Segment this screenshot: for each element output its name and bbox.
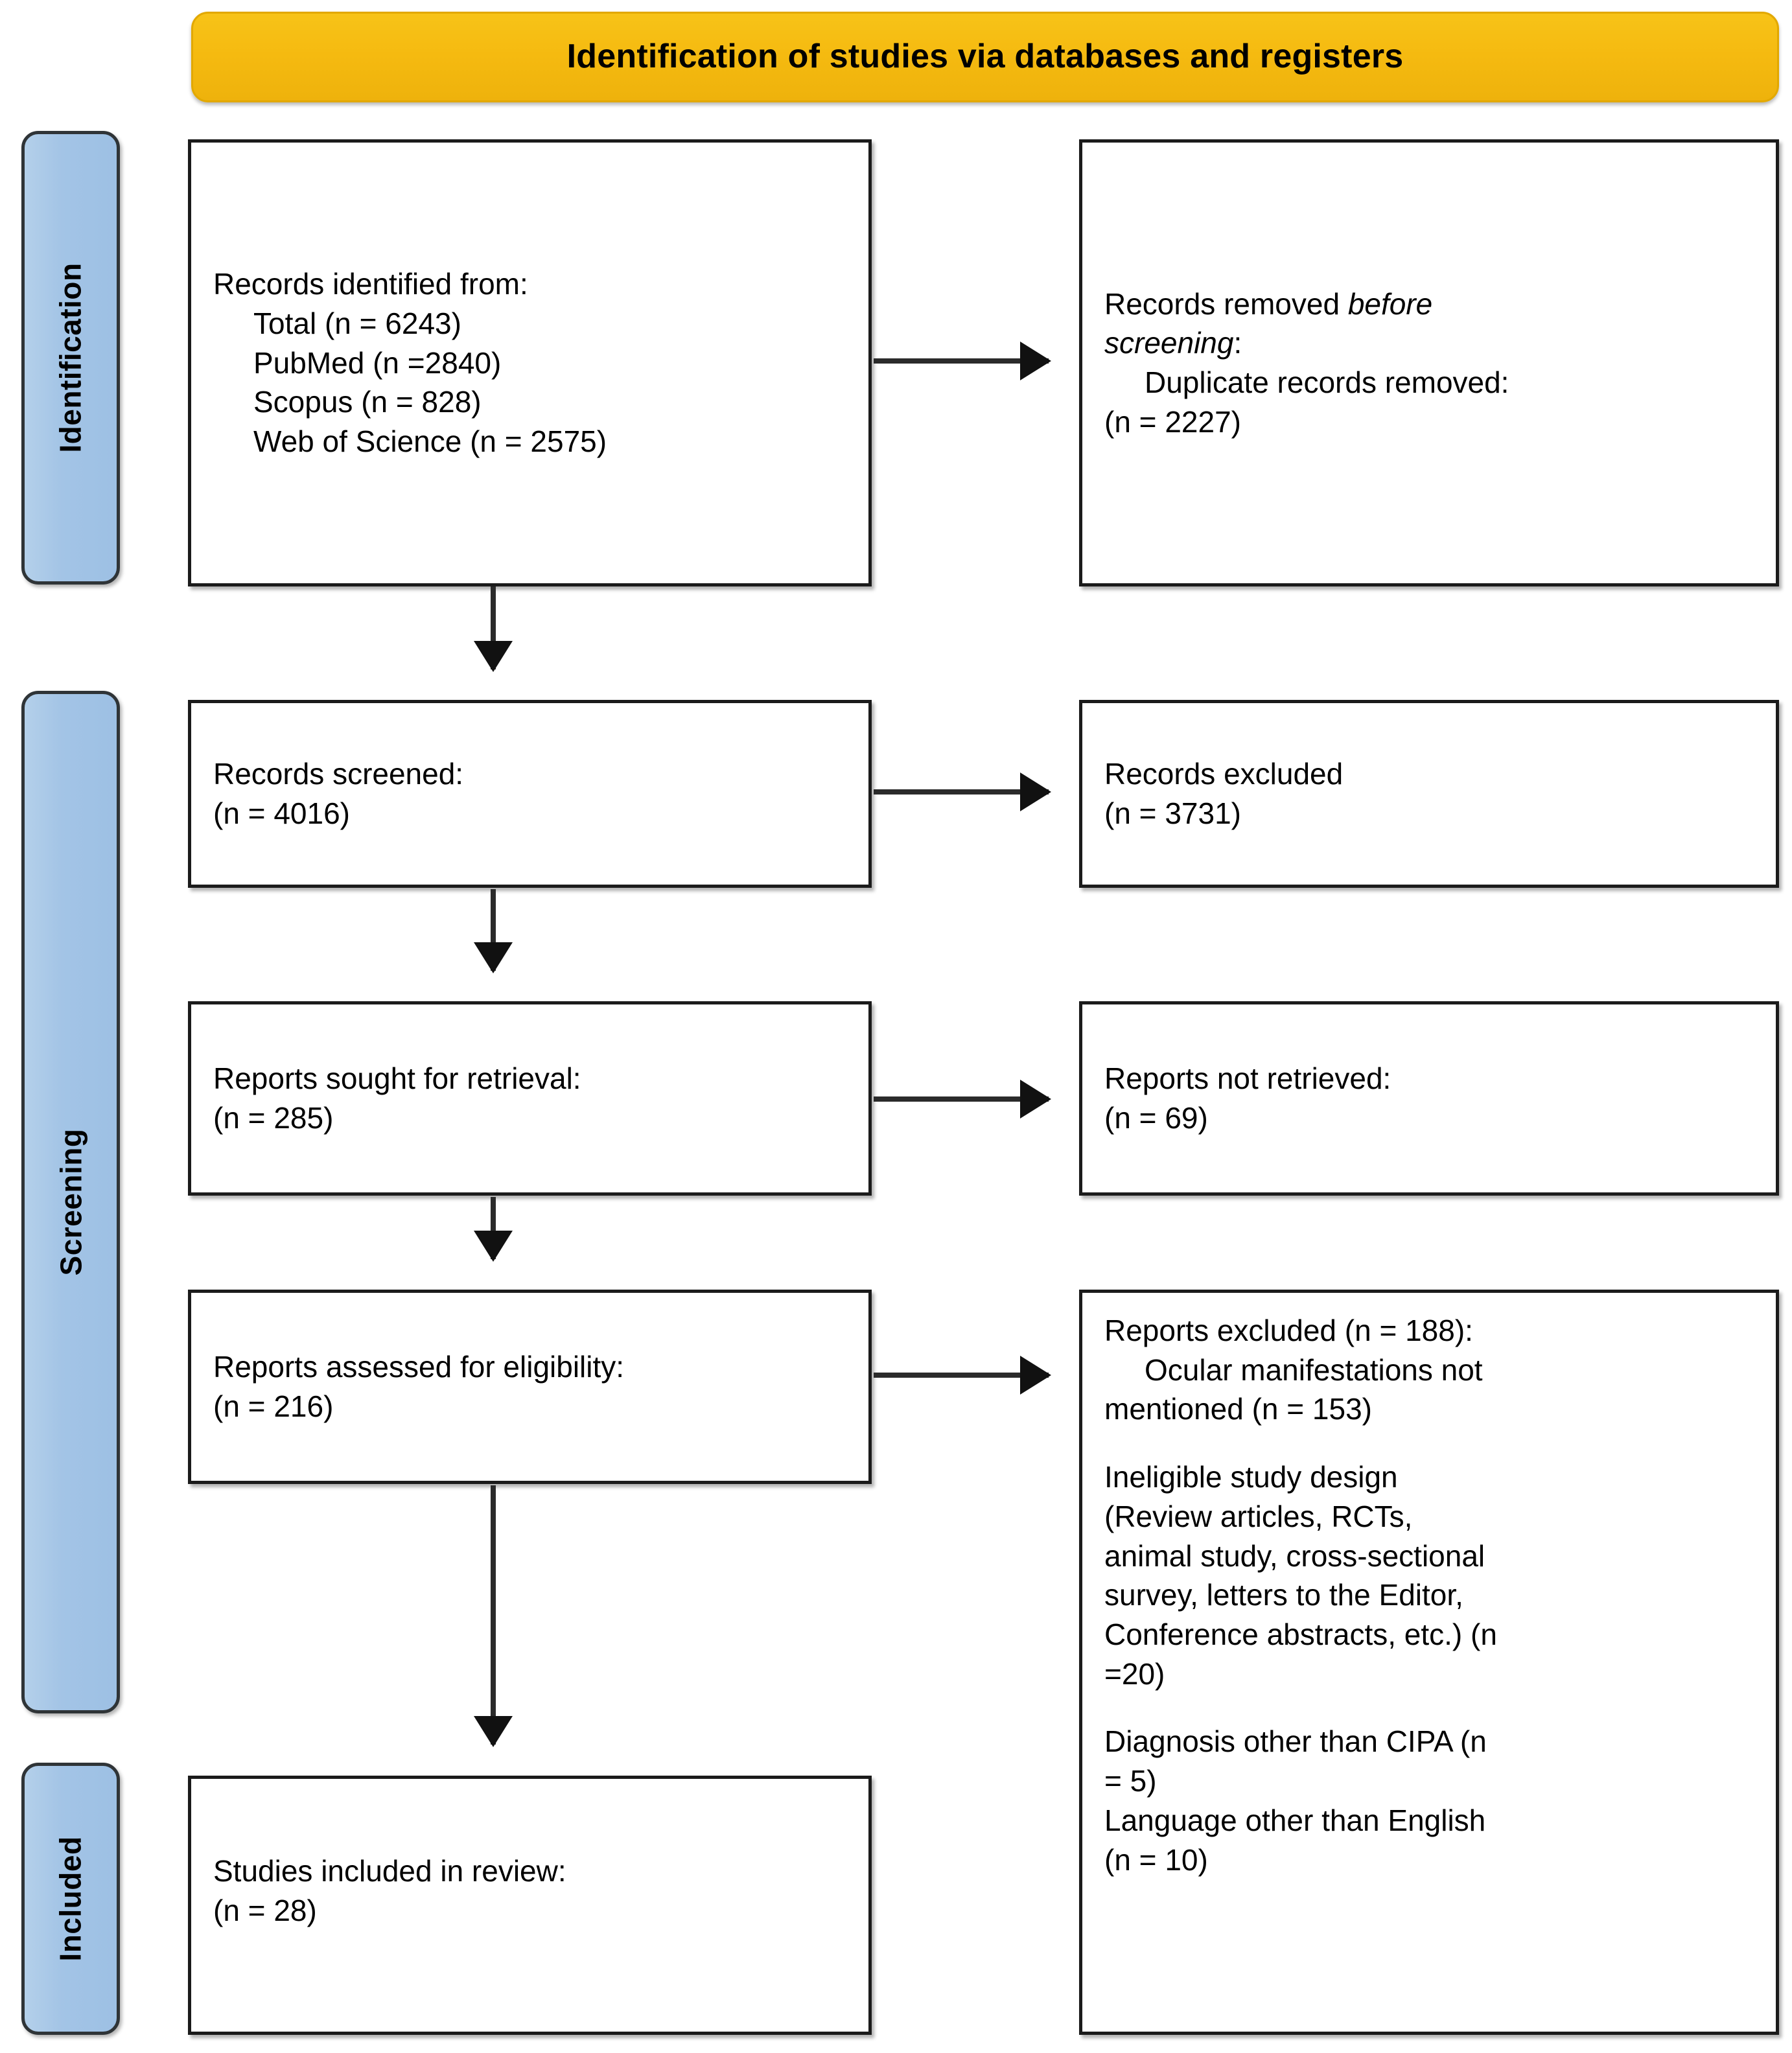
reports-not-retrieved-count: (n = 69) [1104,1101,1208,1135]
stage-tab-screening: Screening [21,691,120,1713]
records-identified-pubmed: PubMed (n =2840) [253,345,502,380]
records-removed-italic-before: before [1347,286,1433,321]
arrow-sought-to-eligibility [491,1197,496,1259]
records-excluded-title: Records excluded [1104,757,1344,791]
reports-assessed-count: (n = 216) [213,1389,334,1423]
box-records-screened: Records screened: (n = 4016) [188,700,872,888]
reports-excluded-title: Reports excluded (n = 188): [1104,1314,1473,1347]
box-reports-excluded-detail: Reports excluded (n = 188): Ocular manif… [1079,1290,1779,2035]
stage-tab-included: Included [21,1763,120,2035]
box-records-removed: Records removed before screening: Duplic… [1079,139,1779,586]
records-identified-title: Records identified from: [213,267,528,301]
reports-excluded-reason3-line1: Diagnosis other than CIPA (n [1104,1724,1487,1759]
box-records-identified: Records identified from: Total (n = 6243… [188,139,872,586]
arrow-screened-to-excluded [874,789,1049,795]
diagram-title: Identification of studies via databases … [566,38,1404,76]
reports-excluded-reason4-line2: (n = 10) [1104,1842,1208,1877]
records-screened-title: Records screened: [213,757,464,791]
studies-included-title: Studies included in review: [213,1854,566,1888]
reports-excluded-reason2-line5: Conference abstracts, etc.) (n [1104,1618,1497,1652]
records-identified-wos: Web of Science (n = 2575) [253,424,607,459]
arrow-eligibility-to-excluded [874,1373,1049,1378]
box-reports-assessed-eligibility: Reports assessed for eligibility: (n = 2… [188,1290,872,1484]
records-identified-total: Total (n = 6243) [253,306,461,340]
arrow-sought-to-not-retrieved [874,1096,1049,1102]
records-screened-count: (n = 4016) [213,796,350,830]
arrow-eligibility-to-included [491,1485,496,1745]
stage-label-identification: Identification [54,262,88,453]
records-removed-colon: : [1233,326,1242,360]
reports-sought-count: (n = 285) [213,1101,334,1135]
reports-excluded-spacer-1 [1104,1429,1754,1457]
reports-assessed-title: Reports assessed for eligibility: [213,1350,625,1384]
records-removed-title-line1: Records removed before [1104,284,1754,324]
records-removed-title-line2: screening: [1104,323,1754,363]
records-removed-italic-screening: screening [1104,326,1234,360]
diagram-header-banner: Identification of studies via databases … [191,12,1779,102]
reports-excluded-reason2-line1: Ineligible study design [1104,1460,1398,1494]
records-removed-prefix: Records removed [1104,286,1348,321]
reports-excluded-reason2-line2: (Review articles, RCTs, [1104,1499,1413,1533]
reports-excluded-reason2-line3: animal study, cross-sectional [1104,1538,1485,1573]
box-studies-included: Studies included in review: (n = 28) [188,1776,872,2035]
reports-excluded-spacer-2 [1104,1693,1754,1722]
box-records-excluded: Records excluded (n = 3731) [1079,700,1779,888]
reports-excluded-reason2-line6: =20) [1104,1656,1165,1691]
records-identified-scopus: Scopus (n = 828) [253,385,482,419]
reports-excluded-reason2-line4: survey, letters to the Editor, [1104,1578,1463,1612]
duplicate-records-removed-label: Duplicate records removed: [1145,365,1509,399]
box-reports-sought: Reports sought for retrieval: (n = 285) [188,1001,872,1196]
records-excluded-count: (n = 3731) [1104,796,1241,830]
reports-sought-title: Reports sought for retrieval: [213,1061,581,1096]
reports-excluded-reason3-line2: = 5) [1104,1764,1157,1798]
reports-excluded-reason1-line2: mentioned (n = 153) [1104,1392,1372,1426]
studies-included-count: (n = 28) [213,1893,317,1927]
stage-label-included: Included [54,1836,87,1962]
arrow-identified-to-removed [874,358,1049,364]
stage-label-screening: Screening [54,1128,88,1276]
reports-excluded-reason1-line1: Ocular manifestations not [1145,1352,1483,1387]
arrow-screened-to-sought [491,889,496,971]
box-reports-not-retrieved: Reports not retrieved: (n = 69) [1079,1001,1779,1196]
duplicate-records-removed-count: (n = 2227) [1104,404,1241,439]
reports-not-retrieved-title: Reports not retrieved: [1104,1061,1391,1096]
reports-excluded-reason4-line1: Language other than English [1104,1803,1486,1837]
arrow-identified-to-screened [491,586,496,669]
stage-tab-identification: Identification [21,131,120,585]
